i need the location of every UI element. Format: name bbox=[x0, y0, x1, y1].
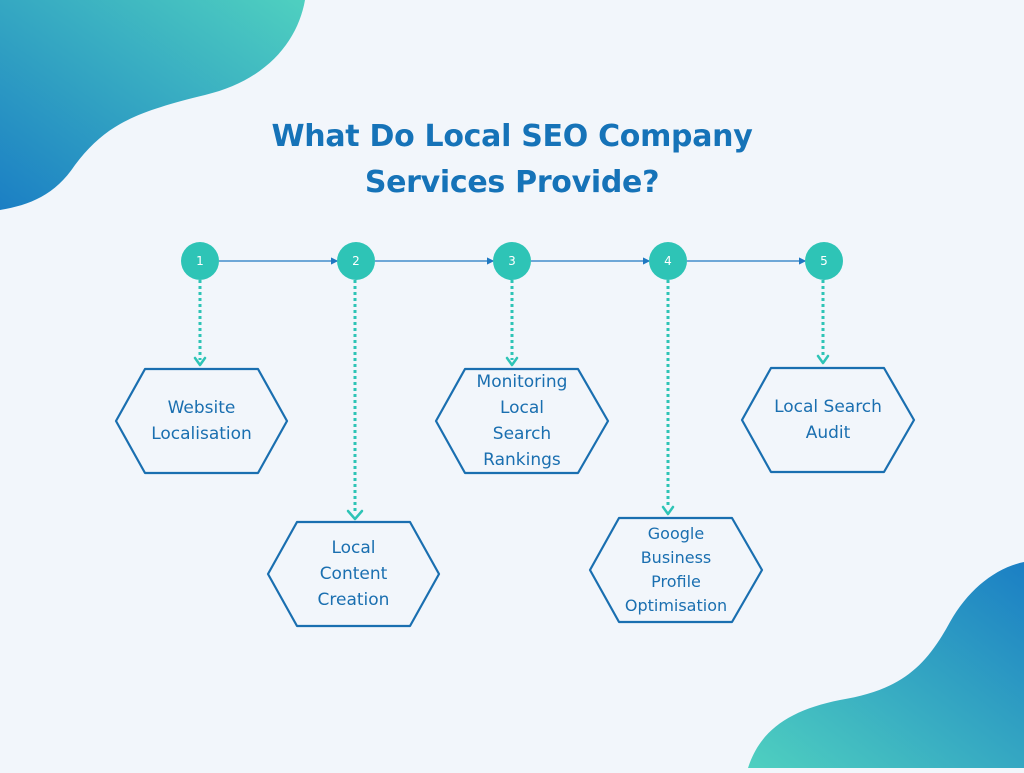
step-circle-1 bbox=[181, 242, 219, 280]
step-4-label: Google Business Profile Optimisation bbox=[590, 518, 762, 622]
step-3-label-line: Search bbox=[492, 424, 552, 444]
step-circle-5 bbox=[805, 242, 843, 280]
bottom-right-decorative-blob bbox=[748, 562, 1024, 768]
hexagon-5 bbox=[740, 366, 916, 474]
arrowhead-4 bbox=[661, 505, 675, 516]
step-3-label-line: Rankings bbox=[483, 450, 561, 470]
step-4-label-line: Business bbox=[640, 548, 712, 567]
step-2-label-line: Creation bbox=[317, 590, 390, 610]
step-2-label-line: Content bbox=[319, 564, 388, 584]
arrowhead-5 bbox=[816, 354, 830, 365]
step-1-label-line: Website bbox=[167, 398, 236, 418]
step-4-label-line: Profile bbox=[651, 572, 701, 591]
page-title: What Do Local SEO Company Services Provi… bbox=[0, 114, 1024, 206]
step-2-label: Local Content Creation bbox=[268, 522, 439, 626]
step-3-label-line: Monitoring bbox=[476, 372, 568, 392]
step-circle-2 bbox=[337, 242, 375, 280]
step-number-5: 5 bbox=[820, 254, 828, 268]
step-number-3: 3 bbox=[508, 254, 516, 268]
top-left-decorative-blob bbox=[0, 0, 305, 210]
title-line-2: Services Provide? bbox=[364, 165, 660, 200]
hexagon-4 bbox=[588, 516, 764, 624]
arrowhead-2 bbox=[346, 509, 364, 521]
hexagon-3 bbox=[434, 367, 610, 475]
step-2-label-line: Local bbox=[331, 538, 376, 558]
title-line-1: What Do Local SEO Company bbox=[271, 119, 753, 154]
arrowhead-1 bbox=[193, 356, 207, 367]
step-4-label-line: Optimisation bbox=[624, 596, 728, 615]
step-1-label-line: Localisation bbox=[151, 424, 252, 444]
step-5-label: Local Search Audit bbox=[742, 368, 914, 472]
step-3-label: Monitoring Local Search Rankings bbox=[436, 369, 608, 473]
hexagon-2 bbox=[266, 520, 441, 628]
step-number-2: 2 bbox=[352, 254, 360, 268]
step-5-label-line: Local Search bbox=[774, 397, 882, 417]
arrowhead-3 bbox=[505, 356, 519, 367]
step-3-label-line: Local bbox=[499, 398, 545, 418]
step-1-label: Website Localisation bbox=[116, 369, 287, 473]
step-4-label-line: Google bbox=[647, 524, 705, 543]
step-number-4: 4 bbox=[664, 254, 672, 268]
step-number-1: 1 bbox=[196, 254, 204, 268]
hexagon-1 bbox=[114, 367, 289, 475]
step-circle-3 bbox=[493, 242, 531, 280]
step-circle-4 bbox=[649, 242, 687, 280]
step-5-label-line: Audit bbox=[805, 423, 851, 443]
